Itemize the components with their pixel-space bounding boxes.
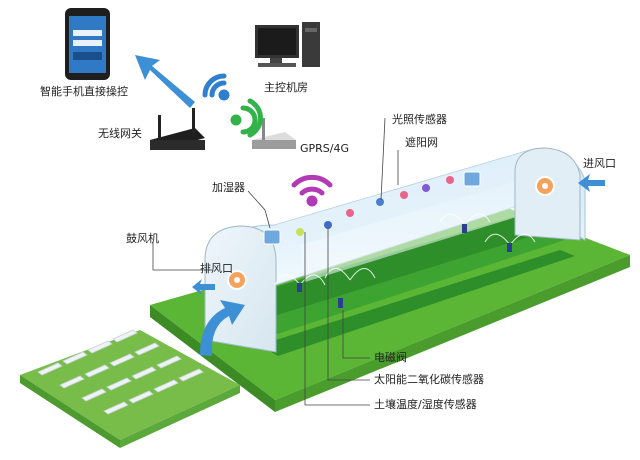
- mini-greenhouse: [37, 362, 63, 376]
- router: [150, 108, 205, 150]
- humidifier-unit: [263, 229, 281, 245]
- callout-lines: [152, 117, 399, 406]
- label-solenoid-valve: 电磁阀: [374, 351, 407, 364]
- wifi-icon-blue: [202, 73, 230, 101]
- computer: [255, 22, 320, 67]
- mini-greenhouse: [81, 388, 107, 402]
- wifi-icon-purple: [291, 174, 333, 207]
- mini-greenhouse: [156, 355, 182, 369]
- mini-greenhouse: [59, 375, 85, 389]
- label-gprs: GPRS/4G: [300, 142, 350, 155]
- mini-greenhouse: [106, 377, 132, 391]
- label-blower: 鼓风机: [126, 232, 159, 245]
- crop-rows: [230, 215, 575, 356]
- mini-greenhouse: [62, 351, 88, 365]
- label-shade-net: 遮阳网: [405, 136, 438, 149]
- mini-greenhouses: [37, 329, 204, 415]
- label-control-room: 主控机房: [264, 81, 308, 94]
- mini-greenhouse: [84, 364, 110, 378]
- label-humidifier: 加湿器: [212, 181, 245, 194]
- mini-greenhouse: [153, 379, 179, 393]
- mini-greenhouse: [112, 329, 138, 343]
- smartphone: [65, 8, 110, 80]
- exhaust-fan: [227, 270, 247, 290]
- label-co2-sensor: 太阳能二氧化碳传感器: [374, 373, 484, 386]
- mini-greenhouse: [134, 342, 160, 356]
- label-smartphone: 智能手机直接操控: [40, 85, 128, 98]
- mini-greenhouse: [87, 340, 113, 354]
- gprs-modem: [252, 118, 296, 149]
- inlet-fan: [535, 176, 555, 196]
- humidifier-unit: [463, 171, 481, 187]
- solenoid-valves: [297, 224, 512, 308]
- label-light-sensor: 光照传感器: [392, 113, 447, 126]
- label-exhaust: 排风口: [200, 262, 233, 275]
- mini-greenhouse: [178, 368, 204, 382]
- label-air-inlet: 进风口: [583, 157, 616, 170]
- label-gateway: 无线网关: [98, 127, 142, 140]
- mini-greenhouse: [131, 366, 157, 380]
- label-soil-sensor: 土壤温度/湿度传感器: [374, 398, 477, 411]
- mini-greenhouse: [109, 353, 135, 367]
- wifi-icon-green: [230, 98, 264, 138]
- sprinklers: [274, 213, 536, 286]
- blue-arrows: [135, 55, 605, 356]
- ceiling-sensors: [296, 176, 454, 236]
- mini-greenhouse: [128, 390, 154, 404]
- mini-greenhouse: [103, 401, 129, 415]
